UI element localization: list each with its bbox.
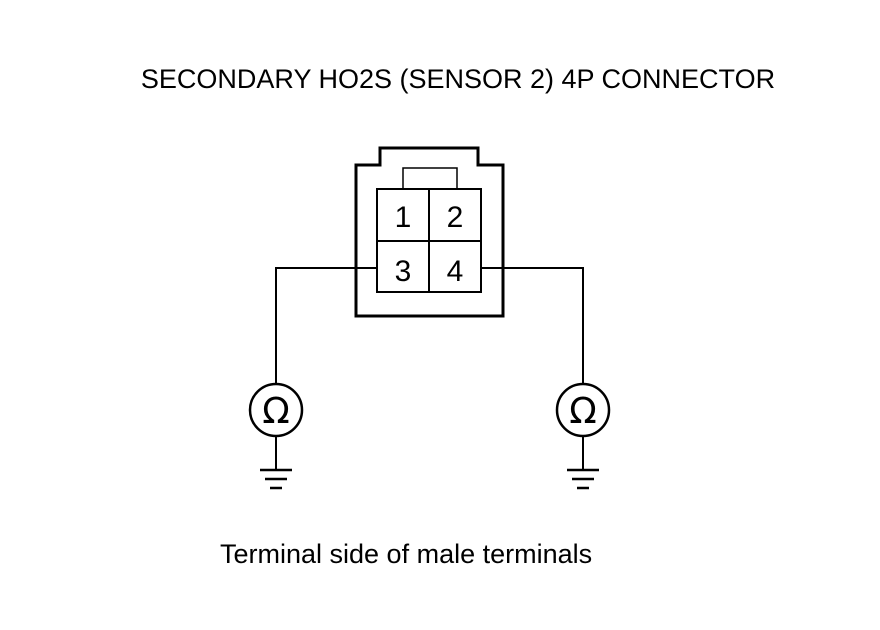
ohmmeter-icon: Ω (555, 382, 611, 438)
diagram-caption: Terminal side of male terminals (220, 539, 593, 569)
connector-4p (354, 146, 505, 318)
ground-icon (260, 468, 292, 490)
pin-2-label: 2 (447, 201, 464, 234)
connector-lock-tab (402, 167, 458, 190)
pin-1-label: 1 (395, 201, 412, 234)
ohmmeter-icon: Ω (248, 382, 304, 438)
connector-housing (354, 146, 505, 318)
probe-wire-left (275, 267, 377, 384)
ohm-symbol-right: Ω (569, 391, 597, 432)
diagram-title: SECONDARY HO2S (SENSOR 2) 4P CONNECTOR (140, 64, 776, 94)
probe-wire-right (481, 267, 584, 384)
pin-3-label: 3 (395, 255, 412, 288)
ground-icon (567, 468, 599, 490)
pin-4-label: 4 (447, 255, 464, 288)
ohm-symbol-left: Ω (262, 391, 290, 432)
